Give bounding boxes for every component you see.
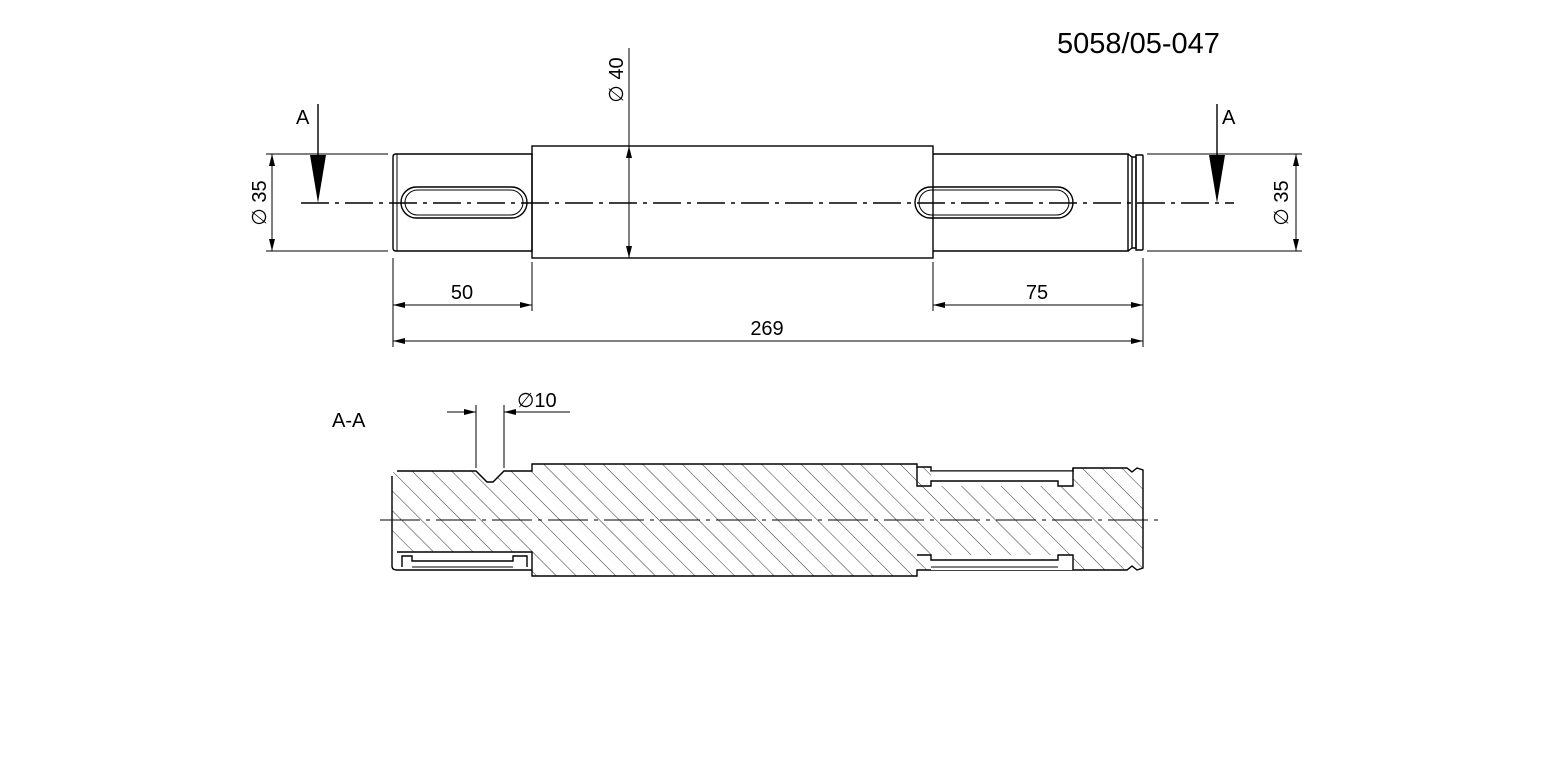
section-arrowhead-left — [310, 155, 326, 203]
section-marker-left: A — [296, 104, 326, 203]
arrow — [520, 302, 532, 308]
arrow — [269, 154, 275, 166]
section-letter-right: A — [1222, 107, 1236, 129]
section-hatching — [392, 464, 1143, 576]
dim-hole-diameter-label: ∅10 — [517, 390, 557, 412]
keyway-right-top-fill — [931, 471, 1073, 486]
drawing-number: 5058/05-047 — [1057, 28, 1220, 60]
arrow — [626, 146, 632, 158]
arrow — [626, 246, 632, 258]
keyway-right-bottom — [917, 554, 1074, 570]
dim-left-length: 50 — [392, 258, 533, 347]
dim-right-diameter-value: 35 — [1271, 180, 1293, 202]
shaft-top-view — [301, 145, 1234, 259]
dim-right-length-value: 75 — [1026, 282, 1048, 304]
keyway-right-bottom-fill — [931, 555, 1073, 570]
arrow — [1131, 302, 1143, 308]
diameter-symbol: ∅ — [249, 208, 271, 225]
dim-left-length-value: 50 — [451, 282, 473, 304]
section-view — [380, 463, 1160, 577]
arrow — [1293, 239, 1299, 251]
arrow — [464, 409, 476, 415]
dim-hole-diameter: ∅10 — [447, 390, 570, 468]
left-journal — [392, 153, 533, 252]
svg-text:∅ 35: ∅ 35 — [249, 180, 271, 225]
dim-middle-diameter-value: 40 — [606, 57, 628, 79]
left-keyway-inner — [404, 189, 524, 216]
dim-left-diameter-value: 35 — [249, 180, 271, 202]
svg-text:∅ 40: ∅ 40 — [606, 57, 628, 102]
dim-middle-diameter: ∅ 40 — [606, 48, 632, 258]
dim-right-diameter: ∅ 35 — [1147, 153, 1302, 252]
arrow — [393, 338, 405, 344]
section-arrowhead-right — [1209, 155, 1225, 203]
arrow — [393, 302, 405, 308]
middle-body — [531, 145, 934, 259]
dim-total-length: 269 — [393, 318, 1143, 344]
right-end — [1135, 154, 1144, 251]
arrow — [1131, 338, 1143, 344]
dim-total-length-value: 269 — [750, 318, 783, 340]
keyway-left-bottom — [401, 555, 528, 567]
right-groove — [1127, 153, 1133, 252]
diameter-symbol: ∅ — [1271, 208, 1293, 225]
svg-text:∅ 35: ∅ 35 — [1271, 180, 1293, 225]
section-marker-right: A — [1209, 104, 1236, 203]
left-keyway — [400, 186, 528, 219]
diameter-symbol: ∅ — [517, 390, 534, 412]
dim-right-length: 75 — [932, 258, 1144, 347]
section-outline-left — [391, 476, 532, 571]
section-title: A-A — [332, 410, 366, 432]
dim-hole-diameter-value: 10 — [534, 390, 556, 412]
arrow — [933, 302, 945, 308]
section-letter-left: A — [296, 107, 310, 129]
dim-left-diameter: ∅ 35 — [249, 153, 388, 252]
arrow — [1293, 154, 1299, 166]
arrow — [504, 409, 516, 415]
keyway-right-top — [916, 467, 1074, 487]
arrow — [269, 239, 275, 251]
diameter-symbol: ∅ — [606, 85, 628, 102]
